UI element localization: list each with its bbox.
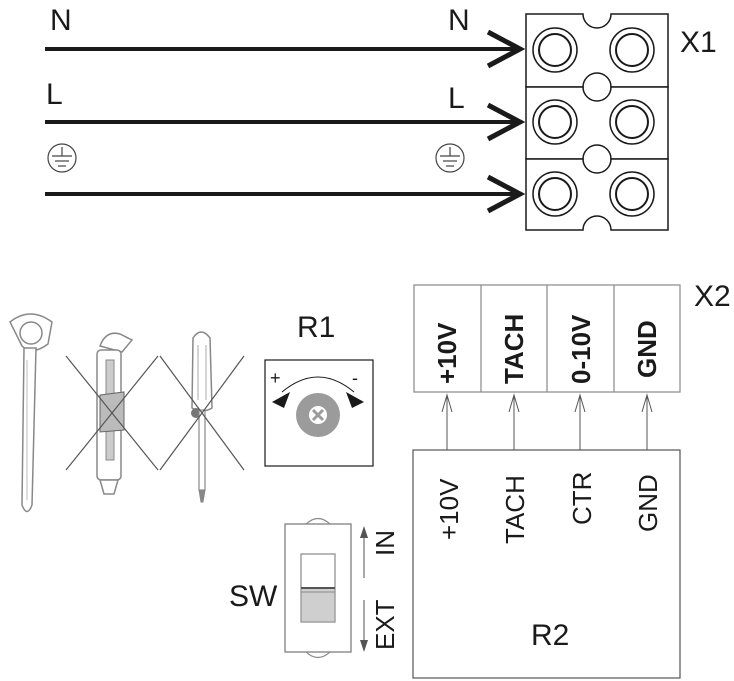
r1-minus-label: -	[352, 368, 358, 388]
r1-right-arrow-icon	[346, 392, 364, 408]
l-label-left: L	[46, 78, 63, 111]
switch-sw: SW IN EXT	[229, 517, 400, 659]
screwdriver-icon	[159, 331, 245, 503]
x2-pin-0-10v: 0-10V	[566, 314, 596, 384]
x2-pin-10v: +10V	[432, 322, 462, 384]
n-label-right: N	[448, 4, 470, 37]
x2-pin-tach: TACH	[499, 314, 529, 384]
earth-arrow-icon	[486, 174, 526, 214]
sw-label: SW	[229, 580, 278, 613]
r1-plus-label: +	[270, 368, 281, 388]
ground-icon-right	[435, 143, 465, 173]
x1-label: X1	[680, 26, 717, 59]
r1-label: R1	[297, 311, 335, 344]
x2-label: X2	[694, 280, 731, 313]
board-r2: +10V TACH CTR GND R2	[412, 449, 681, 679]
r2-pin-tach: TACH	[500, 475, 530, 544]
ext-arrow-icon	[360, 640, 368, 652]
ground-icon-left	[47, 143, 77, 173]
switch-slider-knob[interactable]	[300, 587, 336, 623]
r2-pin-10v: +10V	[434, 478, 464, 540]
r1-left-arrow-icon	[272, 392, 290, 408]
terminal-block-x2: +10V TACH 0-10V GND X2	[413, 280, 731, 393]
screwdriver-cross-b	[159, 355, 245, 471]
ext-label: EXT	[370, 599, 400, 650]
adjustment-key-icon	[9, 313, 53, 513]
r2-label: R2	[531, 619, 569, 652]
l-arrow-icon	[486, 102, 526, 142]
r2-pin-gnd: GND	[633, 474, 663, 532]
potentiometer-r1: R1 + -	[264, 311, 374, 467]
x2-pin-gnd: GND	[632, 320, 662, 378]
l-label-right: L	[448, 82, 465, 115]
r2-pin-ctr: CTR	[567, 472, 597, 525]
power-lines: N N L L	[45, 4, 526, 214]
n-label-left: N	[50, 4, 72, 37]
utility-knife-icon	[65, 332, 159, 495]
knife-cross-b	[65, 355, 159, 471]
x2-r2-connections	[441, 393, 653, 450]
tools-group	[9, 313, 245, 513]
n-arrow-icon	[486, 29, 526, 69]
terminal-block-x1: X1	[525, 13, 717, 231]
in-arrow-icon	[360, 526, 368, 538]
in-label: IN	[370, 530, 400, 556]
